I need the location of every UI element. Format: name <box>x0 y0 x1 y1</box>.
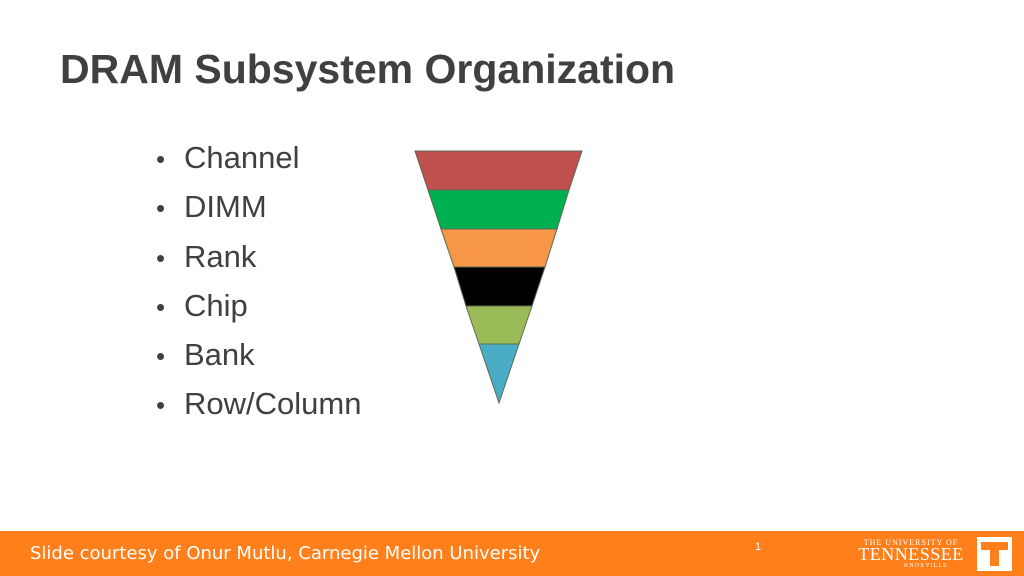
bullet-text: Bank <box>184 337 255 373</box>
pyramid-level-dimm <box>427 189 570 230</box>
bullet-item-bank: • Bank <box>156 335 361 384</box>
bullet-text: Row/Column <box>184 386 362 422</box>
bullet-dot: • <box>156 341 166 372</box>
bullet-text: Rank <box>184 238 257 274</box>
pyramid-level-row-column <box>478 343 520 405</box>
bullet-text: DIMM <box>184 189 267 225</box>
logo-line-tennessee: TENNESSEE <box>858 544 964 564</box>
power-t-logo-icon <box>977 537 1012 571</box>
bullet-text: Chip <box>184 287 248 323</box>
logo-line-knoxville: KNOXVILLE <box>904 563 948 569</box>
bullet-dot: • <box>156 291 166 322</box>
page-number: 1 <box>755 541 762 553</box>
bullet-dot: • <box>156 193 166 224</box>
pyramid-level-chip <box>453 266 546 307</box>
bullet-dot: • <box>156 144 166 174</box>
footer-bar: Slide courtesy of Onur Mutlu, Carnegie M… <box>0 531 1024 576</box>
bullet-text: Channel <box>184 140 300 175</box>
bullet-item-dimm: • DIMM <box>156 187 361 236</box>
logo-line-university-of: THE UNIVERSITY OF <box>863 538 959 547</box>
footer-credit: Slide courtesy of Onur Mutlu, Carnegie M… <box>30 543 541 564</box>
bullet-item-rank: • Rank <box>156 237 361 286</box>
bullet-list: • Channel • DIMM • Rank • Chip • Bank • Row/Co… <box>156 138 361 434</box>
university-logo: THE UNIVERSITY OF TENNESSEE KNOXVILLE <box>852 537 1012 571</box>
slide-title: DRAM Subsystem Organization <box>60 46 676 92</box>
bullet-dot: • <box>156 390 166 421</box>
pyramid-level-bank <box>465 305 533 345</box>
bullet-dot: • <box>156 242 166 273</box>
bullet-item-channel: • Channel <box>156 138 361 187</box>
pyramid-level-rank <box>440 228 558 268</box>
pyramid-level-channel <box>414 150 583 191</box>
bullet-item-chip: • Chip <box>156 286 361 335</box>
bullet-item-row-column: • Row/Column <box>156 384 361 433</box>
